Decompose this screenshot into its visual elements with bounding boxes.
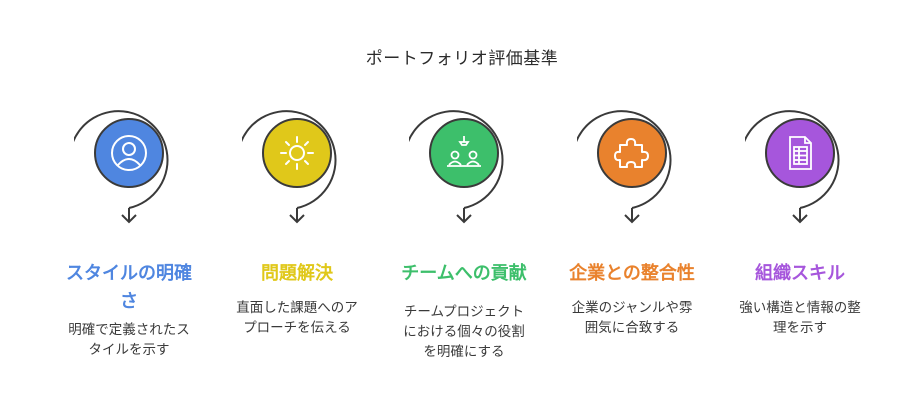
criterion-team-contribution: チームへの貢献 チームプロジェクト における個々の役割 を明確にする (379, 0, 549, 408)
criterion-company-alignment: 企業との整合性 企業のジャンルや雰 囲気に合致する (547, 0, 717, 408)
criterion-description: 明確で定義されたス タイルを示す (68, 322, 190, 358)
progress-ring (577, 104, 697, 234)
team-icon (447, 136, 481, 167)
criterion-heading: 組織スキル (755, 263, 845, 284)
criterion-heading: スタイルの明確 さ (66, 263, 192, 312)
criterion-description: 直面した課題へのア プローチを伝える (236, 300, 358, 336)
icon-circle (597, 118, 667, 188)
icon-circle (94, 118, 164, 188)
icon-circle (262, 118, 332, 188)
page-title: ポートフォリオ評価基準 (365, 49, 559, 69)
puzzle-icon (614, 138, 649, 168)
icon-circle (429, 118, 499, 188)
progress-ring (74, 104, 194, 234)
criterion-description: チームプロジェクト における個々の役割 を明確にする (403, 304, 525, 360)
document-icon (789, 136, 812, 170)
progress-ring (409, 104, 529, 234)
criterion-style-clarity: スタイルの明確 さ 明確で定義されたス タイルを示す (44, 0, 214, 408)
criterion-description: 強い構造と情報の整 理を示す (739, 300, 861, 336)
sun-icon (280, 136, 314, 170)
criterion-heading: 問題解決 (261, 263, 333, 284)
icon-circle (765, 118, 835, 188)
progress-ring (242, 104, 362, 234)
criterion-organization-skill: 組織スキル 強い構造と情報の整 理を示す (715, 0, 885, 408)
criterion-heading: チームへの貢献 (401, 263, 527, 284)
user-icon (111, 135, 147, 171)
criterion-description: 企業のジャンルや雰 囲気に合致する (571, 300, 693, 336)
criterion-heading: 企業との整合性 (569, 263, 695, 284)
progress-ring (745, 104, 865, 234)
criterion-problem-solving: 問題解決 直面した課題へのア プローチを伝える (212, 0, 382, 408)
